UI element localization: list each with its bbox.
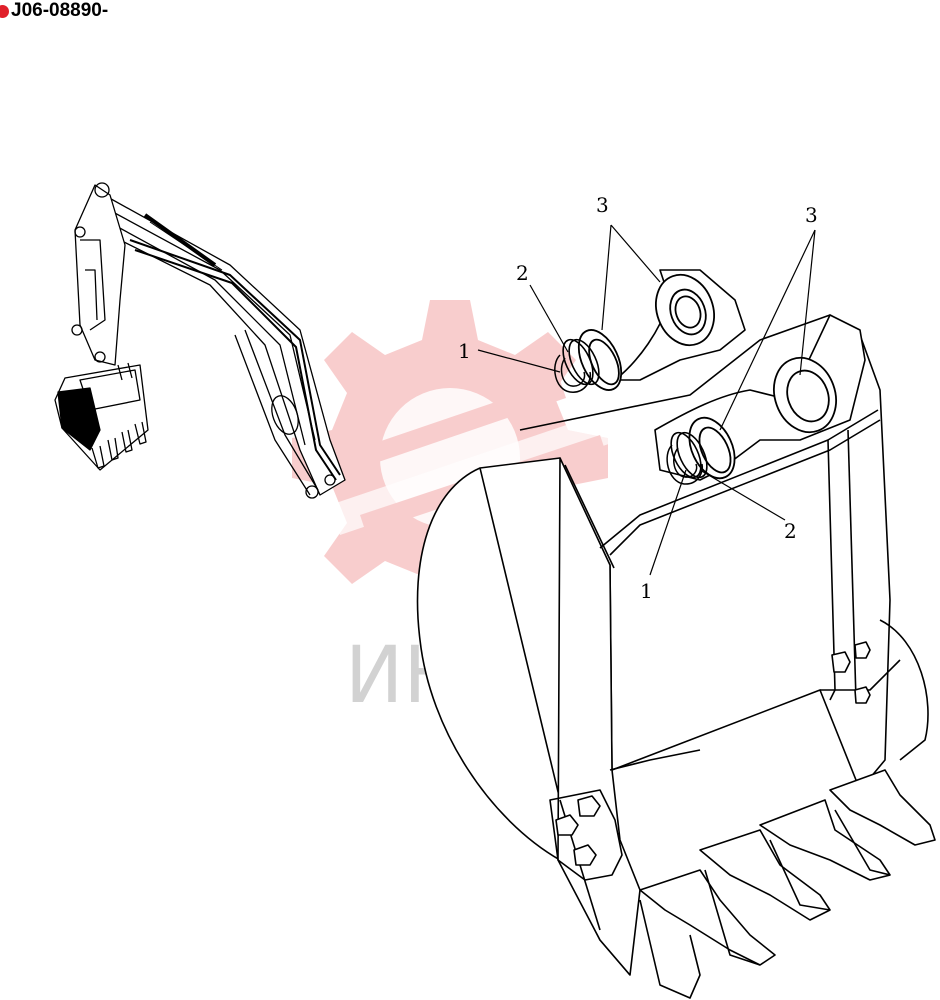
bushing-3-upper-right: [773, 356, 837, 434]
bushing-3-lower-left: [577, 329, 623, 391]
part-code-label: J06-08890-: [0, 0, 108, 22]
leader-lines: [477, 224, 816, 576]
snap-ring-1-left: [554, 354, 592, 393]
part-code-text: J06-08890-: [11, 0, 109, 21]
callout-3-right: 3: [805, 203, 818, 227]
bushing-3-upper-left: [655, 273, 715, 347]
callout-3-left: 3: [596, 193, 609, 217]
snap-ring-1-right: [666, 444, 704, 485]
bucket-illustration: [416, 269, 936, 999]
callout-2-bottom: 2: [784, 519, 797, 543]
shim-2-right: [670, 431, 708, 479]
callout-1-top: 1: [458, 339, 471, 363]
callout-2-top: 2: [516, 261, 529, 285]
excavator-arm-illustration: [54, 182, 346, 499]
callout-1-bottom: 1: [640, 579, 653, 603]
red-marker-icon: [0, 4, 9, 18]
